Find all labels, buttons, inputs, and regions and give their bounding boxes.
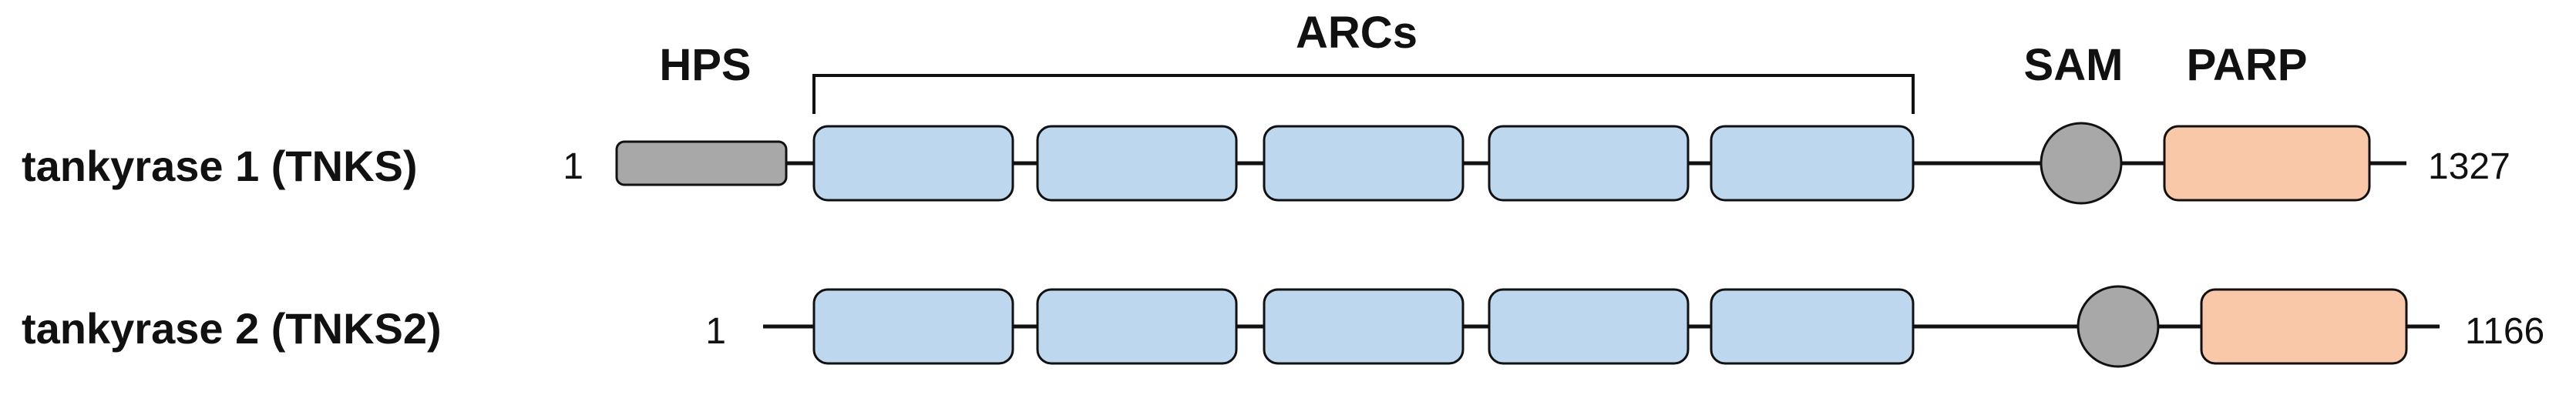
arc-domain-2: [1036, 125, 1238, 202]
arc-domain-2: [1036, 288, 1238, 365]
parp-domain: [2163, 125, 2371, 202]
sam-domain: [2077, 285, 2160, 368]
sam-domain: [2040, 122, 2123, 205]
arc-domain-1: [812, 125, 1014, 202]
arc-domain-1: [812, 288, 1014, 365]
hps-domain: [615, 140, 788, 186]
protein-name-tnks1: tankyrase 1 (TNKS): [22, 142, 418, 190]
start-residue-tnks1: 1: [563, 146, 583, 187]
arcs-label: ARCs: [1296, 8, 1417, 58]
protein-name-tnks2: tankyrase 2 (TNKS2): [22, 304, 442, 353]
end-residue-tnks1: 1327: [2428, 146, 2510, 187]
arc-domain-5: [1710, 288, 1915, 365]
arc-domain-4: [1488, 288, 1690, 365]
arcs-bracket: [812, 74, 1915, 114]
arc-domain-3: [1263, 125, 1465, 202]
end-residue-tnks2: 1166: [2465, 311, 2544, 352]
start-residue-tnks2: 1: [705, 311, 726, 352]
arc-domain-5: [1710, 125, 1915, 202]
arc-domain-4: [1488, 125, 1690, 202]
sam-label: SAM: [2024, 40, 2124, 90]
parp-label: PARP: [2187, 40, 2308, 90]
arc-domain-3: [1263, 288, 1465, 365]
parp-domain: [2200, 288, 2408, 365]
hps-label: HPS: [659, 40, 751, 90]
